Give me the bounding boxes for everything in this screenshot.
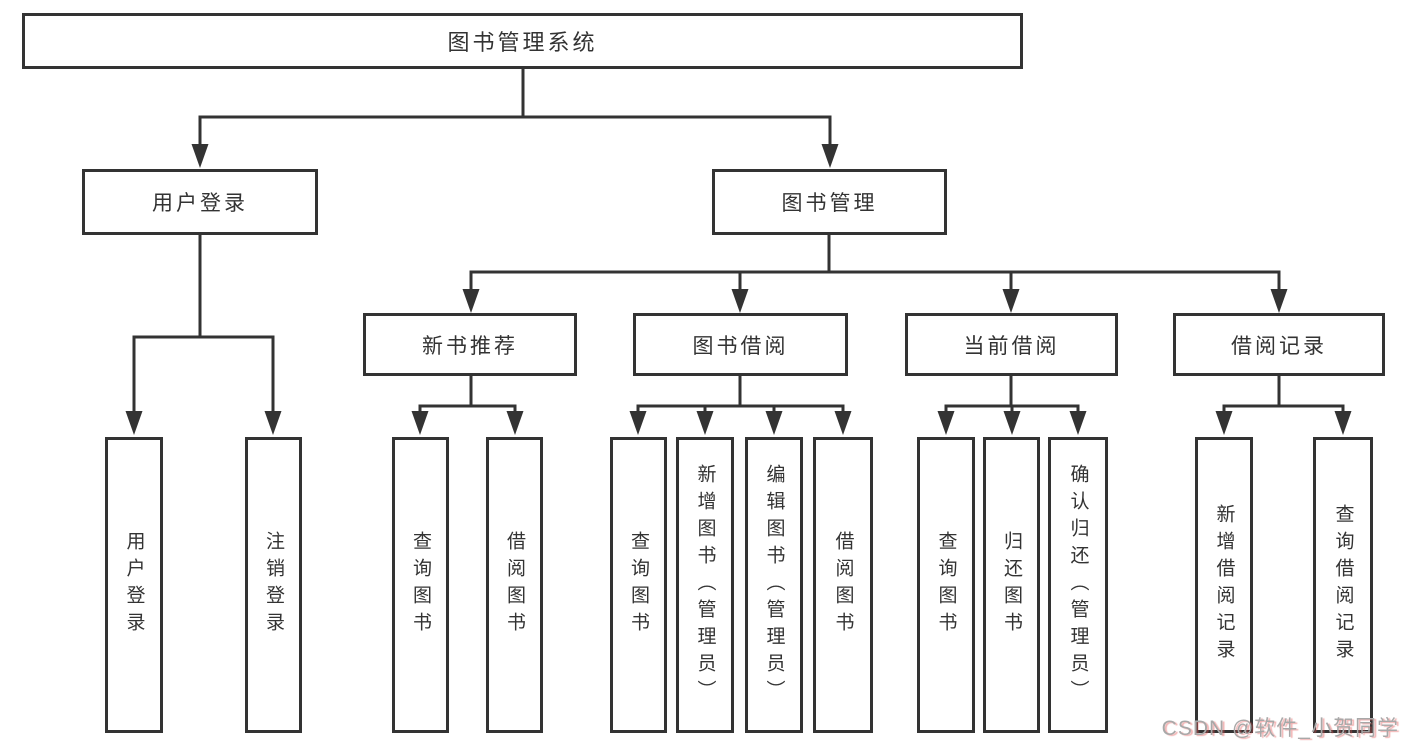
node-branch-book-management: 图书管理 (712, 169, 947, 235)
node-label: 注销登录 (263, 531, 284, 639)
node-label: 借阅记录 (1231, 334, 1327, 358)
node-label: 查询借阅记录 (1332, 504, 1354, 666)
node-leaf-recommend-borrow-books: 借阅图书 (486, 437, 543, 733)
node-label: 图书管理 (781, 192, 878, 215)
node-label: 新增图书（管理员） (694, 463, 716, 707)
node-leaf-borrow-edit-books-admin: 编辑图书（管理员） (745, 437, 803, 733)
node-label: 图书借阅 (692, 334, 789, 358)
csdn-watermark: CSDN @软件_小贺同学 (1161, 717, 1399, 740)
arrow-heads (125, 144, 1352, 435)
node-leaf-current-confirm-return-admin: 确认归还（管理员） (1048, 437, 1108, 733)
node-label: 用户登录 (152, 192, 248, 215)
node-leaf-current-return-books: 归还图书 (983, 437, 1040, 733)
node-label: 借阅图书 (832, 531, 854, 639)
node-leaf-records-query-record: 查询借阅记录 (1313, 437, 1373, 733)
node-section-new-book-recommend: 新书推荐 (363, 313, 577, 376)
node-leaf-logout: 注销登录 (245, 437, 302, 733)
node-section-current-borrow: 当前借阅 (905, 313, 1118, 376)
node-label: 归还图书 (1001, 531, 1022, 639)
node-leaf-records-add-record: 新增借阅记录 (1195, 437, 1253, 733)
node-label: 查询图书 (935, 531, 957, 639)
node-label: 查询图书 (410, 531, 431, 639)
node-leaf-borrow-borrow-books: 借阅图书 (813, 437, 873, 733)
node-label: 新增借阅记录 (1213, 504, 1235, 666)
node-label: 查询图书 (628, 531, 649, 639)
tree-edges (132, 67, 1345, 421)
node-label: 借阅图书 (504, 531, 525, 639)
node-section-borrow-records: 借阅记录 (1173, 313, 1385, 376)
node-label: 编辑图书（管理员） (763, 463, 785, 707)
node-branch-user-login: 用户登录 (82, 169, 318, 235)
node-leaf-recommend-query-books: 查询图书 (392, 437, 449, 733)
node-root-library-system: 图书管理系统 (22, 13, 1023, 69)
node-leaf-current-query-books: 查询图书 (917, 437, 975, 733)
node-label: 用户登录 (123, 531, 145, 639)
node-label: 当前借阅 (963, 334, 1060, 358)
node-label: 图书管理系统 (447, 30, 598, 55)
node-section-book-borrow: 图书借阅 (633, 313, 848, 376)
node-label: 新书推荐 (422, 334, 518, 358)
node-leaf-borrow-query-books: 查询图书 (610, 437, 667, 733)
node-leaf-user-login: 用户登录 (105, 437, 163, 733)
node-leaf-borrow-add-books-admin: 新增图书（管理员） (676, 437, 734, 733)
node-label: 确认归还（管理员） (1067, 463, 1089, 707)
